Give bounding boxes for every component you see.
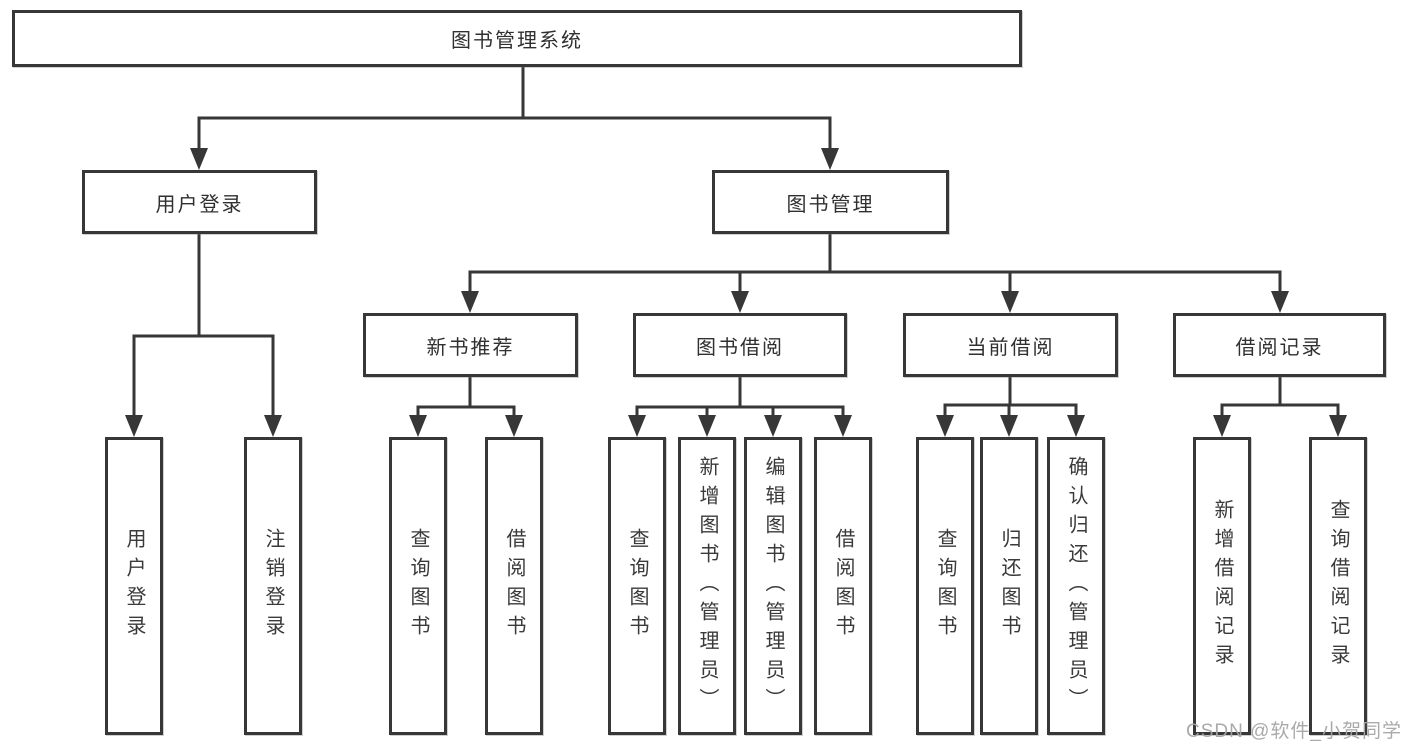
leaf-logout: 注销登录 bbox=[244, 437, 302, 735]
leaf-borrow-books-label: 借阅图书 bbox=[832, 528, 854, 644]
connector-book-management-children bbox=[468, 232, 1282, 295]
leaf-add-book-admin: 新增图书（管理员） bbox=[678, 437, 736, 735]
leaf-add-borrow-record-label: 新增借阅记录 bbox=[1211, 499, 1233, 673]
node-new-book-recommend: 新书推荐 bbox=[363, 313, 578, 377]
connector-root-to-level1 bbox=[197, 64, 832, 152]
arrowheads bbox=[125, 148, 1347, 437]
leaf-query-books-borrow-label: 查询图书 bbox=[626, 528, 648, 644]
node-borrow-records: 借阅记录 bbox=[1173, 313, 1386, 377]
leaf-edit-book-admin: 编辑图书（管理员） bbox=[744, 437, 802, 735]
node-root-label: 图书管理系统 bbox=[451, 30, 583, 52]
watermark-text: CSDN @软件_小贺同学 bbox=[1186, 721, 1402, 742]
leaf-logout-label: 注销登录 bbox=[262, 528, 284, 644]
connector-new-book-children bbox=[416, 375, 516, 419]
leaf-borrow-books-recommend-label: 借阅图书 bbox=[503, 528, 525, 644]
node-book-management-label: 图书管理 bbox=[786, 193, 875, 216]
connector-user-login-children bbox=[132, 232, 275, 419]
connector-borrow-records-children bbox=[1220, 375, 1340, 419]
leaf-confirm-return-admin-label: 确认归还（管理员） bbox=[1065, 455, 1087, 717]
leaf-edit-book-admin-label: 编辑图书（管理员） bbox=[762, 455, 784, 717]
leaf-confirm-return-admin: 确认归还（管理员） bbox=[1047, 437, 1105, 735]
connector-book-borrow-children bbox=[635, 375, 845, 419]
node-current-borrow-label: 当前借阅 bbox=[966, 336, 1055, 359]
node-book-borrow-label: 图书借阅 bbox=[696, 336, 784, 359]
leaf-query-borrow-record: 查询借阅记录 bbox=[1309, 437, 1367, 735]
node-new-book-recommend-label: 新书推荐 bbox=[426, 336, 515, 359]
node-book-management: 图书管理 bbox=[712, 170, 949, 234]
leaf-borrow-books: 借阅图书 bbox=[814, 437, 872, 735]
leaf-return-book-label: 归还图书 bbox=[998, 528, 1020, 644]
leaf-add-borrow-record: 新增借阅记录 bbox=[1193, 437, 1251, 735]
leaf-query-books-recommend-label: 查询图书 bbox=[407, 528, 429, 644]
leaf-query-books-borrow: 查询图书 bbox=[608, 437, 666, 735]
node-root: 图书管理系统 bbox=[12, 10, 1022, 67]
leaf-return-book: 归还图书 bbox=[980, 437, 1038, 735]
leaf-query-books-current-label: 查询图书 bbox=[934, 528, 956, 644]
node-user-login: 用户登录 bbox=[82, 170, 317, 234]
node-book-borrow: 图书借阅 bbox=[633, 313, 847, 377]
leaf-user-login-label: 用户登录 bbox=[123, 528, 145, 644]
leaf-query-borrow-record-label: 查询借阅记录 bbox=[1327, 499, 1349, 673]
leaf-query-books-current: 查询图书 bbox=[916, 437, 974, 735]
leaf-borrow-books-recommend: 借阅图书 bbox=[485, 437, 543, 735]
connector-current-borrow-children bbox=[943, 375, 1078, 419]
leaf-query-books-recommend: 查询图书 bbox=[389, 437, 447, 735]
node-borrow-records-label: 借阅记录 bbox=[1235, 336, 1324, 359]
node-user-login-label: 用户登录 bbox=[155, 193, 244, 216]
leaf-user-login: 用户登录 bbox=[105, 437, 163, 735]
node-current-borrow: 当前借阅 bbox=[903, 313, 1118, 377]
leaf-add-book-admin-label: 新增图书（管理员） bbox=[696, 455, 718, 717]
